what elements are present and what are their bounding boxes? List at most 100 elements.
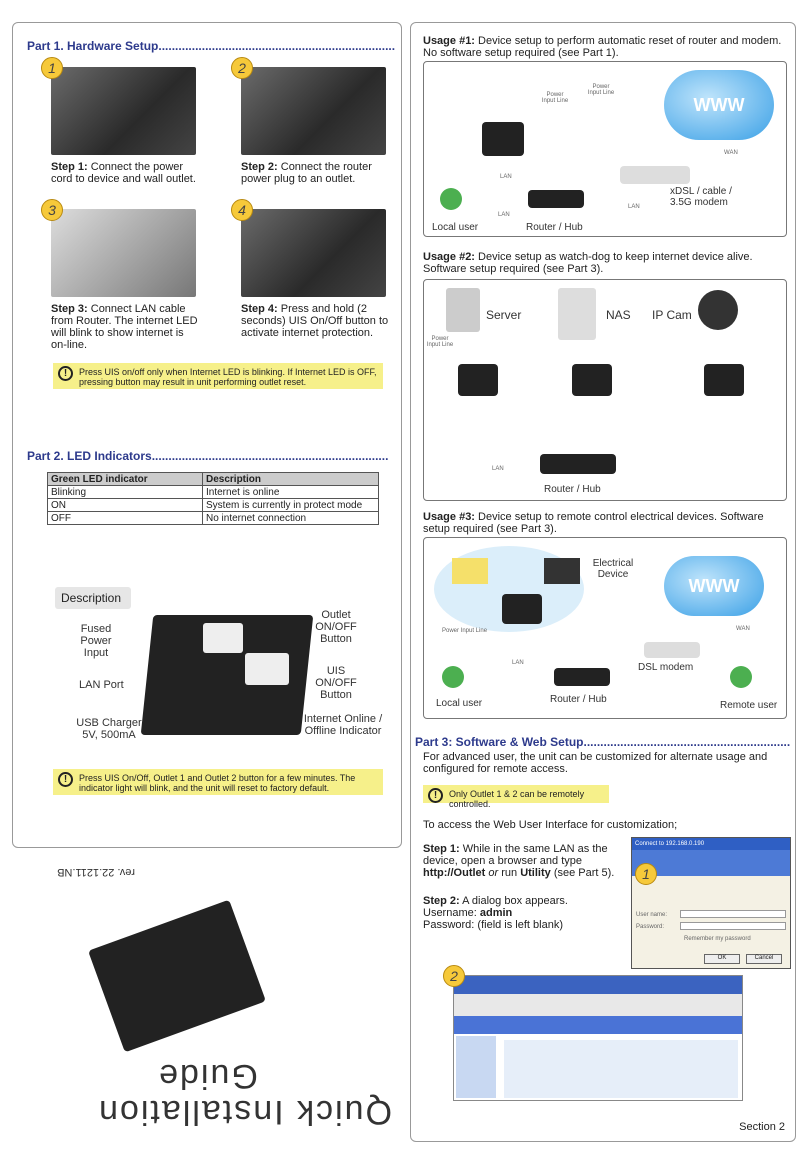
- step1-badge: 1: [41, 57, 63, 79]
- username-input[interactable]: [680, 910, 786, 918]
- part3-note: !Only Outlet 1 & 2 can be remotely contr…: [423, 785, 609, 809]
- login-dialog: Connect to 192.168.0.190 User name: Pass…: [631, 837, 791, 969]
- step4-text: Step 4: Press and hold (2 seconds) UIS O…: [241, 303, 389, 339]
- step1-text: Step 1: While in the same LAN as the dev…: [423, 843, 615, 879]
- step3-photo: [51, 209, 196, 297]
- ok-button[interactable]: OK: [704, 954, 740, 964]
- part1-warning-note: !Press UIS on/off only when Internet LED…: [53, 363, 383, 389]
- router: [554, 668, 610, 686]
- usage1-diagram: WWW Power Input Line Power Input Line xD…: [423, 61, 787, 237]
- lamp-1: [452, 558, 488, 584]
- lamp-2: [544, 558, 580, 584]
- part2-reset-note: !Press UIS On/Off, Outlet 1 and Outlet 2…: [53, 769, 383, 795]
- cancel-button[interactable]: Cancel: [746, 954, 782, 964]
- part3-intro: For advanced user, the unit can be custo…: [423, 751, 768, 775]
- lan-label-3: LAN: [628, 204, 640, 210]
- callout-internet: Internet Online / Offline Indicator: [303, 713, 383, 737]
- password-input[interactable]: [680, 922, 786, 930]
- step2-badge: 2: [231, 57, 253, 79]
- ip-cam: [698, 290, 738, 330]
- step3-text: Step 3: Connect LAN cable from Router. T…: [51, 303, 198, 351]
- router: [528, 190, 584, 208]
- www-cloud: WWW: [664, 556, 764, 616]
- dsl-label: DSL modem: [638, 662, 694, 673]
- outlet-device-3: [704, 364, 744, 396]
- www-cloud: WWW: [664, 70, 774, 140]
- router-label: Router / Hub: [544, 484, 601, 495]
- step2-photo: [241, 67, 386, 155]
- local-user-icon: [440, 188, 462, 210]
- wan-label: WAN: [724, 150, 738, 156]
- part2-title: Part 2. LED Indicators..................…: [27, 449, 389, 463]
- usage2-text: Usage #2: Device setup as watch-dog to k…: [423, 251, 753, 275]
- step4-photo: [241, 209, 386, 297]
- step3-badge: 3: [41, 199, 63, 221]
- access-text: To access the Web User Interface for cus…: [423, 819, 678, 831]
- lan-label: LAN: [512, 660, 524, 666]
- step1-text: Step 1: Connect the power cord to device…: [51, 161, 196, 185]
- ipcam-label: IP Cam: [652, 308, 692, 322]
- part1-title: Part 1. Hardware Setup..................…: [27, 39, 395, 53]
- usage2-diagram: Server NAS IP Cam Power Input Line LAN R…: [423, 279, 787, 501]
- remember-checkbox[interactable]: Remember my password: [684, 936, 751, 942]
- lan-label-2: LAN: [498, 212, 510, 218]
- browser-screenshot: [453, 975, 743, 1101]
- wan-label: WAN: [736, 626, 750, 632]
- power-label-2: Power Input Line: [587, 84, 615, 96]
- server-label: Server: [486, 308, 522, 322]
- lan-label: LAN: [492, 466, 504, 472]
- modem: [620, 166, 690, 184]
- remote-user-icon: [730, 666, 752, 688]
- callout-fused: Fused Power Input: [80, 623, 112, 659]
- dsl-modem: [644, 642, 700, 658]
- warning-icon: !: [428, 788, 443, 803]
- power-label-1: Power Input Line: [541, 92, 569, 104]
- outlet1: [203, 623, 243, 653]
- step1-photo: [51, 67, 196, 155]
- callout-outlet: Outlet ON/OFF Button: [315, 609, 357, 645]
- usage3-diagram: Electrical Device Power Input Line WWW W…: [423, 537, 787, 719]
- warning-icon: !: [58, 772, 73, 787]
- modem-label: xDSL / cable / 3.5G modem: [670, 186, 732, 208]
- usage3-text: Usage #3: Device setup to remote control…: [423, 511, 764, 535]
- server: [446, 288, 480, 332]
- local-user-icon: [442, 666, 464, 688]
- nas-label: NAS: [606, 308, 631, 322]
- description-tab: Description: [55, 587, 131, 609]
- right-panel: Usage #1: Device setup to perform automa…: [410, 22, 796, 1142]
- lan-label-1: LAN: [500, 174, 512, 180]
- dialog-badge: 1: [635, 863, 657, 885]
- local-user-label: Local user: [432, 222, 479, 233]
- callout-usb: USB Charger 5V, 500mA: [76, 717, 142, 741]
- nas: [558, 288, 596, 340]
- cover-rev: rev. 22.1211.NB: [57, 866, 135, 878]
- power-label: Power Input Line: [426, 336, 454, 348]
- part3-title: Part 3: Software & Web Setup............…: [415, 735, 791, 749]
- local-user-label: Local user: [436, 698, 483, 709]
- callout-uis: UIS ON/OFF Button: [315, 665, 357, 701]
- step4-badge: 4: [231, 199, 253, 221]
- callout-lan: LAN Port: [79, 679, 124, 691]
- section-label: Section 2: [739, 1121, 785, 1133]
- power-label: Power Input Line: [442, 628, 488, 634]
- outlet-device-1: [458, 364, 498, 396]
- warning-icon: !: [58, 366, 73, 381]
- router-label: Router / Hub: [526, 222, 583, 233]
- outlet-device-2: [572, 364, 612, 396]
- left-panel: Part 1. Hardware Setup..................…: [12, 22, 402, 848]
- dialog-title: Connect to 192.168.0.190: [632, 838, 790, 850]
- step2-text: Step 2: A dialog box appears.Username: a…: [423, 895, 568, 931]
- electrical-label: Electrical Device: [592, 558, 634, 580]
- power-outlet-device: [482, 122, 524, 156]
- remote-user-label: Remote user: [720, 700, 778, 711]
- router-label: Router / Hub: [550, 694, 607, 705]
- outlet2: [245, 653, 289, 685]
- router: [540, 454, 616, 474]
- step2-text: Step 2: Connect the router power plug to…: [241, 161, 372, 185]
